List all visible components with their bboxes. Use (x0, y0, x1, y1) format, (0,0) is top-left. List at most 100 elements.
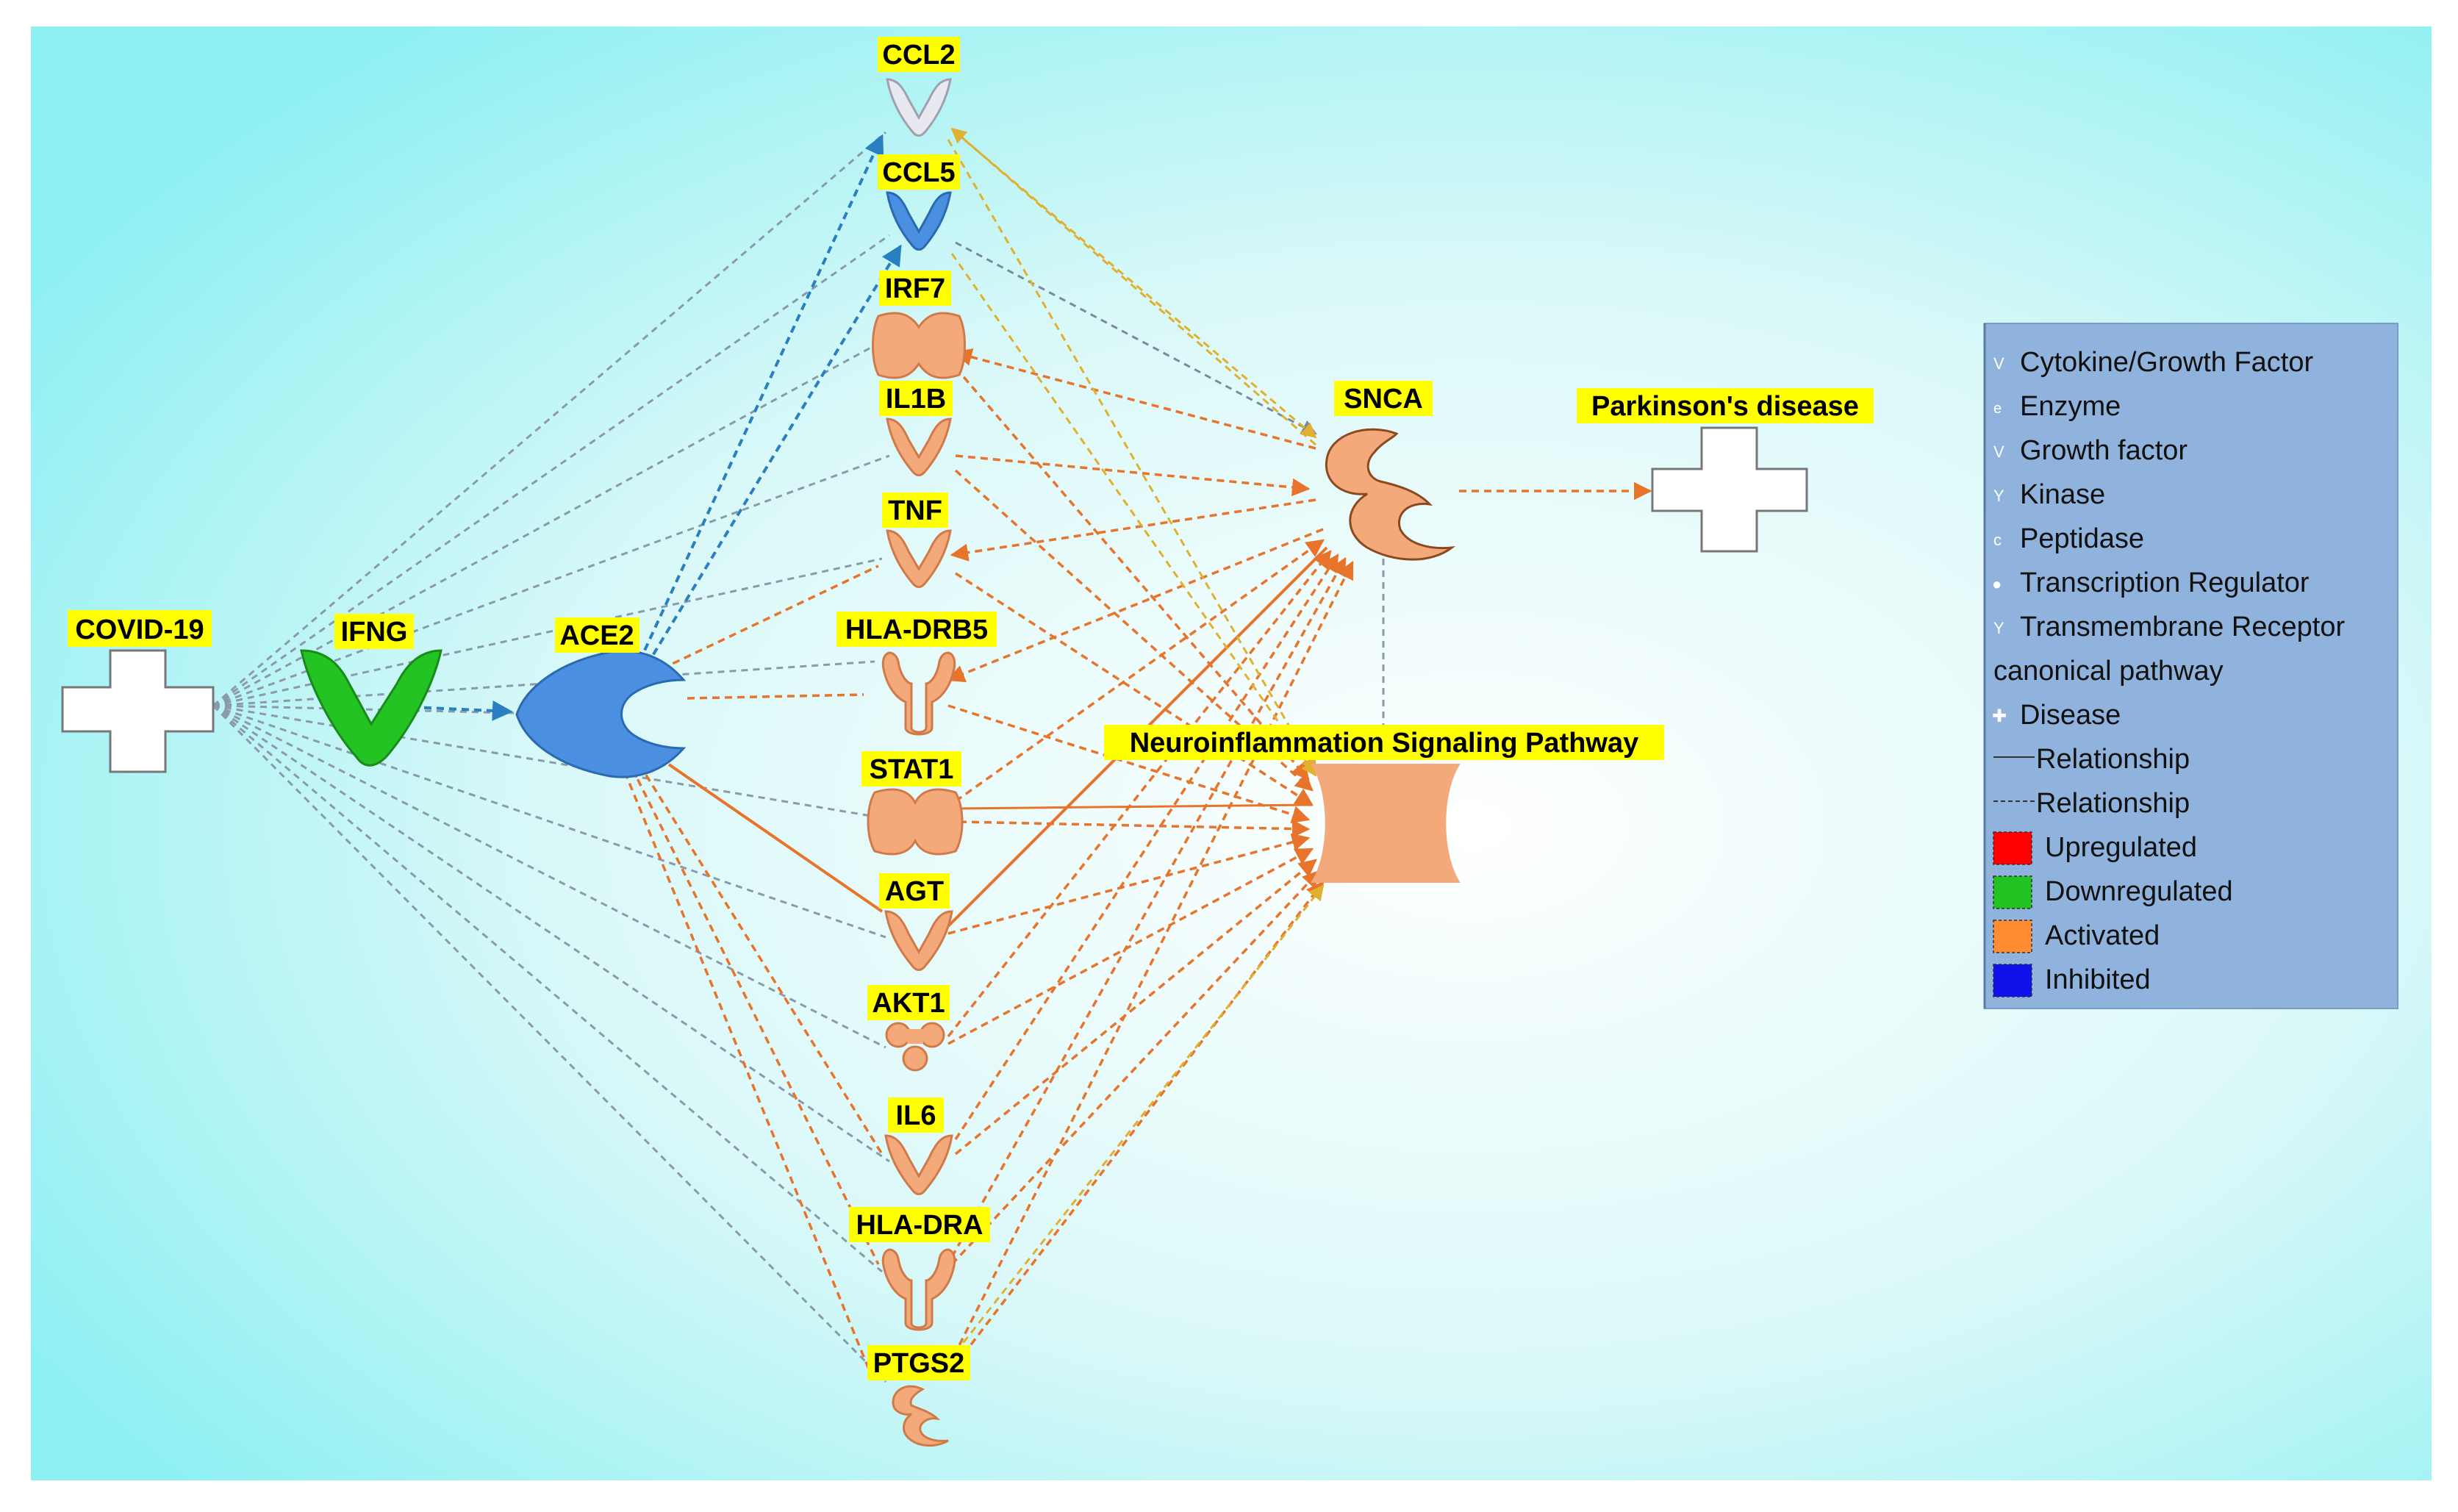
cytokine-v-icon (886, 418, 952, 476)
node-irf7[interactable]: IRF7 (872, 270, 966, 379)
edge-ace2-hladrb5 (687, 693, 864, 700)
transcription-regulator-icon (867, 788, 964, 856)
edge-ifng-ace2 (411, 700, 513, 721)
edge-ccl5-snca (955, 241, 1317, 435)
legend-swatch-inhibited (1993, 964, 2032, 997)
node-label: CCL2 (882, 40, 955, 71)
enzyme-icon (892, 1385, 949, 1447)
node-hla-dra[interactable]: HLA-DRA (849, 1207, 990, 1331)
node-label-bg (861, 751, 961, 787)
node-il1b[interactable]: IL1B (879, 381, 953, 476)
node-label-bg (1577, 388, 1874, 423)
peptidase-icon: c (1993, 531, 2002, 549)
node-ifng[interactable]: IFNG (300, 614, 442, 767)
node-label-bg (888, 1097, 944, 1133)
legend-label-cytokine: Cytokine/Growth Factor (2020, 347, 2313, 378)
peptidase-icon (515, 649, 687, 778)
legend-swatch-downregulated (1993, 875, 2032, 909)
node-label: STAT1 (870, 754, 954, 785)
node-ptgs2[interactable]: PTGS2 (867, 1345, 970, 1447)
node-label-bg (867, 1345, 970, 1380)
node-snca[interactable]: SNCA (1325, 381, 1456, 561)
node-label: IL6 (896, 1100, 936, 1131)
node-label-bg (879, 873, 950, 909)
legend-panel: V e V Y c ● Y ✚ Cytokine/Growth Factor E… (1983, 323, 2398, 1009)
nodes-layer: COVID-19 IFNG ACE2 CCL2 CCL5 (61, 37, 1874, 1447)
node-label: Neuroinflammation Signaling Pathway (1130, 728, 1639, 759)
node-label-bg (879, 270, 951, 306)
edge-covid-ptgs2 (212, 704, 887, 1383)
transmembrane-receptor-icon: Y (1993, 619, 2004, 637)
node-label: IRF7 (885, 273, 945, 304)
edge-covid-stat1 (212, 704, 872, 817)
edge-akt1-snca (947, 550, 1332, 1038)
node-akt1[interactable]: AKT1 (867, 985, 950, 1072)
edge-covid-tnf (212, 557, 883, 707)
cytokine-v-icon (886, 191, 952, 251)
edge-il6-neuro (954, 859, 1317, 1156)
node-label: AKT1 (872, 988, 945, 1019)
node-tnf[interactable]: TNF (882, 492, 952, 588)
node-label-bg (334, 614, 414, 649)
node-ace2[interactable]: ACE2 (515, 617, 687, 778)
node-label: CCL5 (882, 157, 955, 188)
edge-il1b-neuro (954, 469, 1314, 792)
edge-ace2-tnf (661, 565, 879, 670)
edge-ccl2-neuro (947, 139, 1317, 773)
node-il6[interactable]: IL6 (884, 1097, 953, 1195)
edge-hladra-snca (950, 556, 1347, 1258)
canonical-pathway-icon (1311, 764, 1461, 883)
node-label-bg (849, 1207, 990, 1242)
cytokine-v-icon (886, 78, 952, 137)
node-label: Parkinson's disease (1591, 391, 1859, 422)
node-hla-drb5[interactable]: HLA-DRB5 (836, 612, 997, 736)
node-parkinsons-disease[interactable]: Parkinson's disease (1577, 388, 1874, 553)
disease-cross-icon (1651, 426, 1808, 553)
kinase-icon (885, 1022, 945, 1072)
edge-akt1-neuro (947, 848, 1314, 1045)
node-agt[interactable]: AGT (879, 873, 953, 971)
node-label: IL1B (886, 384, 946, 415)
transcription-regulator-icon (872, 312, 966, 379)
node-covid-19[interactable]: COVID-19 (61, 610, 215, 773)
node-label: TNF (888, 495, 942, 526)
edges-layer (212, 127, 1652, 1383)
edge-stat1-neuro-solid (955, 803, 1313, 810)
node-label-bg (68, 610, 212, 647)
node-label: SNCA (1344, 384, 1423, 415)
kinase-icon: Y (1993, 487, 2004, 505)
legend-label-inhibited: Inhibited (2045, 964, 2151, 995)
edge-ace2-ptgs2 (623, 771, 873, 1375)
edge-snca-ccl2 (950, 127, 1316, 446)
node-label-bg (1334, 381, 1433, 416)
edge-hladrb5-neuro (947, 704, 1311, 824)
enzyme-icon: e (1993, 401, 2002, 417)
edge-covid-akt1 (212, 704, 886, 1049)
node-ccl5[interactable]: CCL5 (878, 154, 960, 251)
edge-covid-agt (212, 704, 886, 939)
node-label: PTGS2 (873, 1348, 965, 1379)
node-ccl2[interactable]: CCL2 (878, 37, 960, 137)
node-label-bg (867, 985, 950, 1020)
edge-covid-hladra (212, 704, 883, 1273)
transmembrane-receptor-icon (881, 1248, 956, 1331)
legend-label-transcription-regulator: Transcription Regulator (2020, 567, 2310, 598)
cytokine-v-icon (300, 649, 442, 767)
edge-il6-snca (954, 553, 1339, 1140)
edge-ptgs2-snca (947, 560, 1354, 1368)
edge-stat1-snca (954, 539, 1325, 803)
transcription-regulator-icon: ● (1992, 575, 2002, 593)
node-stat1[interactable]: STAT1 (861, 751, 964, 856)
edge-covid-ccl5 (212, 234, 890, 707)
node-label-bg (555, 617, 639, 653)
legend-swatch-activated (1993, 920, 2032, 953)
node-label-bg (882, 492, 948, 528)
node-neuroinflammation-pathway[interactable]: Neuroinflammation Signaling Pathway (1104, 725, 1664, 883)
disease-cross-icon (61, 649, 215, 773)
node-label-bg (836, 612, 997, 647)
edge-ace2-agt (667, 763, 884, 913)
legend-background (1984, 323, 2398, 1009)
edge-il1b-snca (955, 454, 1311, 497)
edge-snca-tnf (950, 498, 1316, 562)
